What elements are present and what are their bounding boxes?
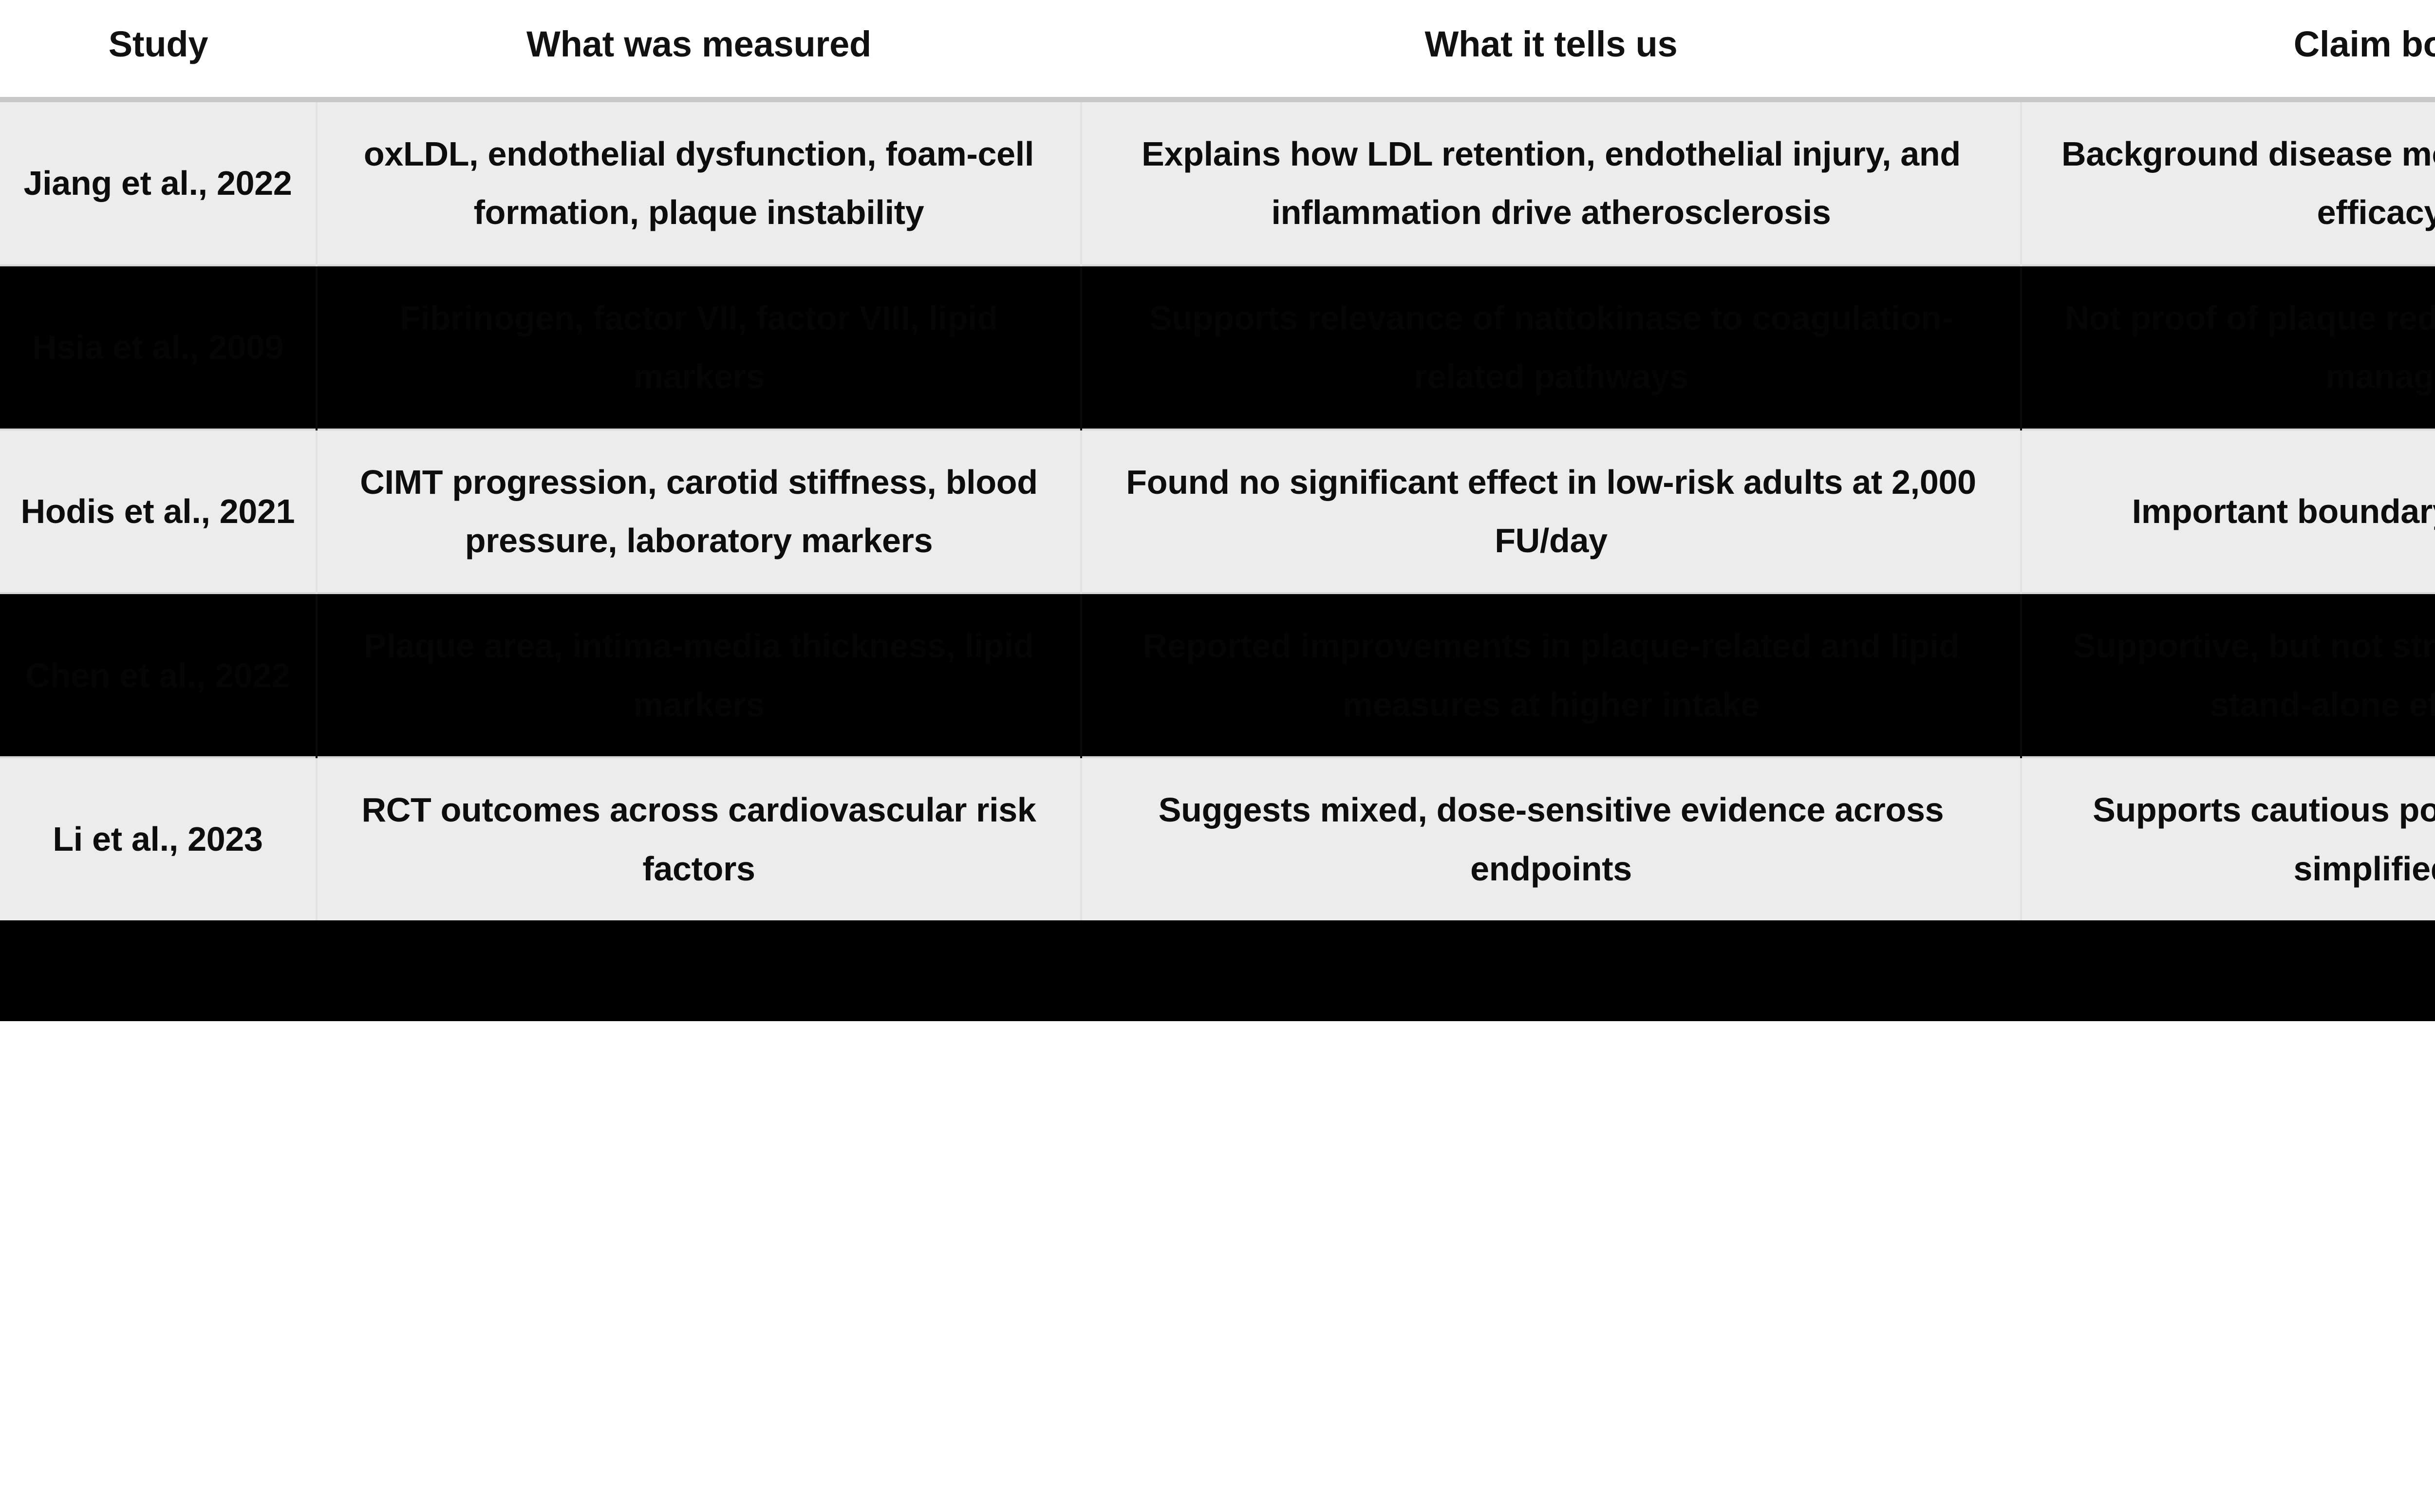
cell-measured: RCT outcomes across cardiovascular risk … (317, 756, 1082, 920)
cell-boundary-text: Background disease model, not a nattokin… (2061, 135, 2435, 232)
cell-boundary-text: Important boundary-setting evidence (2132, 492, 2435, 530)
cell-study: Hsia et al., 2009 (0, 264, 318, 429)
cell-measured: CIMT progression, carotid stiffness, blo… (317, 428, 1082, 594)
cell-tells: Reported improvements in plaque-related … (1081, 592, 2022, 758)
cell-measured: Fibrinogen, factor VII, factor VIII, lip… (317, 264, 1082, 429)
column-header-study: Study (0, 0, 317, 102)
cell-measured-text: CIMT progression, carotid stiffness, blo… (360, 463, 1038, 560)
cell-measured-text: Fibrinogen, factor VII, factor VIII, lip… (399, 299, 998, 396)
evidence-summary-table: Study What was measured What it tells us… (0, 0, 2435, 920)
table-row: Chen et al., 2022 Plaque area, intima-me… (0, 592, 2435, 758)
cell-boundary: Not proof of plaque reduction or primary… (2021, 264, 2435, 429)
cell-tells-text: Supports relevance of nattokinase to coa… (1149, 299, 1953, 396)
table-row: Hodis et al., 2021 CIMT progression, car… (0, 428, 2435, 594)
table-row: Li et al., 2023 RCT outcomes across card… (0, 756, 2435, 920)
cell-boundary: Important boundary-setting evidence (2021, 428, 2435, 594)
cell-tells: Supports relevance of nattokinase to coa… (1081, 264, 2022, 429)
header-row: Study What was measured What it tells us… (0, 0, 2435, 102)
cell-measured: Plaque area, intima-media thickness, lip… (317, 592, 1082, 758)
cell-boundary: Supports cautious positioning rather tha… (2021, 756, 2435, 920)
cell-measured-text: Plaque area, intima-media thickness, lip… (363, 627, 1034, 724)
table-body: Jiang et al., 2022 oxLDL, endothelial dy… (0, 99, 2435, 920)
cell-tells: Explains how LDL retention, endothelial … (1081, 99, 2022, 265)
cell-tells-text: Explains how LDL retention, endothelial … (1142, 135, 1961, 232)
column-header-measured: What was measured (317, 0, 1081, 102)
cell-boundary-text: Supportive, but not strong enough for br… (2073, 627, 2435, 724)
cell-study-text: Chen et al., 2022 (25, 656, 290, 694)
cell-study-text: Hodis et al., 2021 (20, 492, 295, 530)
cell-tells-text: Reported improvements in plaque-related … (1143, 627, 1960, 724)
cell-study: Chen et al., 2022 (0, 592, 318, 758)
cell-tells-text: Suggests mixed, dose-sensitive evidence … (1158, 791, 1944, 888)
cell-measured-text: oxLDL, endothelial dysfunction, foam-cel… (363, 135, 1034, 232)
table-row: Hsia et al., 2009 Fibrinogen, factor VII… (0, 264, 2435, 429)
cell-study-text: Hsia et al., 2009 (32, 328, 284, 366)
cell-study-text: Li et al., 2023 (53, 820, 263, 859)
column-header-tells: What it tells us (1081, 0, 2021, 102)
cell-boundary: Background disease model, not a nattokin… (2021, 99, 2435, 265)
clipped-row-band (0, 920, 2435, 1021)
column-header-boundary: Claim boundary (2021, 0, 2435, 102)
cell-tells: Found no significant effect in low-risk … (1081, 428, 2022, 594)
cell-tells: Suggests mixed, dose-sensitive evidence … (1081, 756, 2022, 920)
cell-boundary-text: Not proof of plaque reduction or primary… (2064, 299, 2435, 396)
cell-boundary-text: Supports cautious positioning rather tha… (2093, 791, 2435, 888)
table-row: Jiang et al., 2022 oxLDL, endothelial dy… (0, 99, 2435, 265)
cell-boundary: Supportive, but not strong enough for br… (2021, 592, 2435, 758)
cell-study: Li et al., 2023 (0, 756, 318, 920)
cell-measured: oxLDL, endothelial dysfunction, foam-cel… (317, 99, 1082, 265)
cell-study-text: Jiang et al., 2022 (23, 164, 292, 203)
cell-study: Hodis et al., 2021 (0, 428, 318, 594)
table-header: Study What was measured What it tells us… (0, 0, 2435, 102)
cell-tells-text: Found no significant effect in low-risk … (1126, 463, 1976, 560)
cell-measured-text: RCT outcomes across cardiovascular risk … (361, 791, 1036, 888)
cell-study: Jiang et al., 2022 (0, 99, 318, 265)
